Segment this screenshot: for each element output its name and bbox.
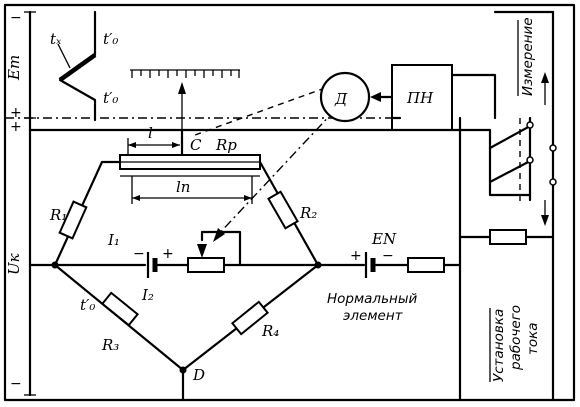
- label-ET: Eт: [5, 55, 23, 81]
- outer-frame: [3, 3, 576, 402]
- resistor-en: [407, 257, 445, 273]
- label-t0-mid: t′₀: [103, 89, 118, 107]
- plus-sign: +: [10, 105, 22, 121]
- label-R4: R₄: [261, 322, 279, 340]
- switch-blade-upper: [488, 123, 534, 150]
- resistor-R3: [100, 291, 140, 327]
- label-tx: tₓ: [50, 30, 62, 48]
- linkage-arrow: [213, 228, 225, 242]
- linkage-to-pointer: [194, 87, 326, 136]
- rheostat: [187, 257, 225, 273]
- arrow-set-head: [541, 215, 549, 226]
- arrow-to-detector: [370, 92, 381, 102]
- arrow-measure-head: [541, 72, 549, 83]
- label-R2: R₂: [299, 204, 317, 222]
- plus-sign: +: [10, 119, 22, 135]
- dim-l-arrow-right: [172, 142, 180, 148]
- caption-set-current-2: рабочего: [508, 305, 524, 371]
- label-tx-leader: [57, 43, 71, 69]
- label-l: l: [148, 124, 153, 142]
- switch-contact: [549, 178, 557, 186]
- label-ln: lп: [176, 178, 190, 196]
- caption-measurement: Измерение: [520, 17, 536, 96]
- detector-circle: [319, 71, 371, 123]
- battery-plus: +: [162, 246, 174, 262]
- label-Rp: Rр: [215, 136, 237, 154]
- label-D: D: [192, 366, 205, 384]
- resistor-R1: [58, 200, 88, 240]
- minus-sign-top: −: [10, 10, 22, 26]
- en-plus: +: [350, 248, 362, 264]
- en-minus: −: [382, 248, 394, 264]
- switch-blade-lower: [488, 158, 534, 184]
- switch-contact: [526, 156, 534, 164]
- label-t0-top: t′₀: [103, 30, 118, 48]
- label-I2: I₂: [141, 286, 154, 304]
- switch-contact: [526, 121, 534, 129]
- linkage-to-rheostat: [214, 109, 336, 239]
- caption-set-current-1: Установка: [491, 309, 507, 382]
- battery-minus: −: [133, 246, 145, 262]
- wire-pn-right: [450, 73, 497, 120]
- switch-frame: [488, 128, 532, 197]
- switch-contact: [549, 144, 557, 152]
- node-D: [179, 366, 187, 374]
- label-R1: R₁: [49, 206, 67, 224]
- detector-label: Д: [334, 90, 348, 108]
- resistor-R2: [267, 190, 299, 230]
- converter-label: ПН: [406, 89, 434, 107]
- caption-set-current-3: тока: [525, 322, 541, 355]
- converter-box: [391, 64, 453, 131]
- rheostat-slider-arrow: [197, 244, 207, 258]
- caption-normal-element-2: элемент: [343, 308, 404, 324]
- resistor-R4: [230, 300, 270, 336]
- caption-normal-element-1: Нормальный: [327, 291, 418, 307]
- label-C: C: [190, 136, 202, 154]
- thermocouple-hot-junction: [58, 53, 97, 82]
- pointer-arrow: [178, 82, 186, 94]
- label-UK: Uк: [5, 253, 23, 275]
- label-t0-bridge: t′₀: [80, 296, 95, 314]
- dim-ln-arrow-right: [244, 195, 252, 201]
- resistor-switch: [489, 229, 527, 245]
- dim-ln-arrow-left: [132, 195, 140, 201]
- dim-l-arrow-left: [128, 142, 136, 148]
- label-I1: I₁: [107, 231, 120, 249]
- label-EN: EN: [371, 230, 397, 248]
- minus-sign-bottom: −: [10, 376, 22, 392]
- label-R3: R₃: [101, 336, 119, 354]
- scale-ticks: [131, 70, 240, 78]
